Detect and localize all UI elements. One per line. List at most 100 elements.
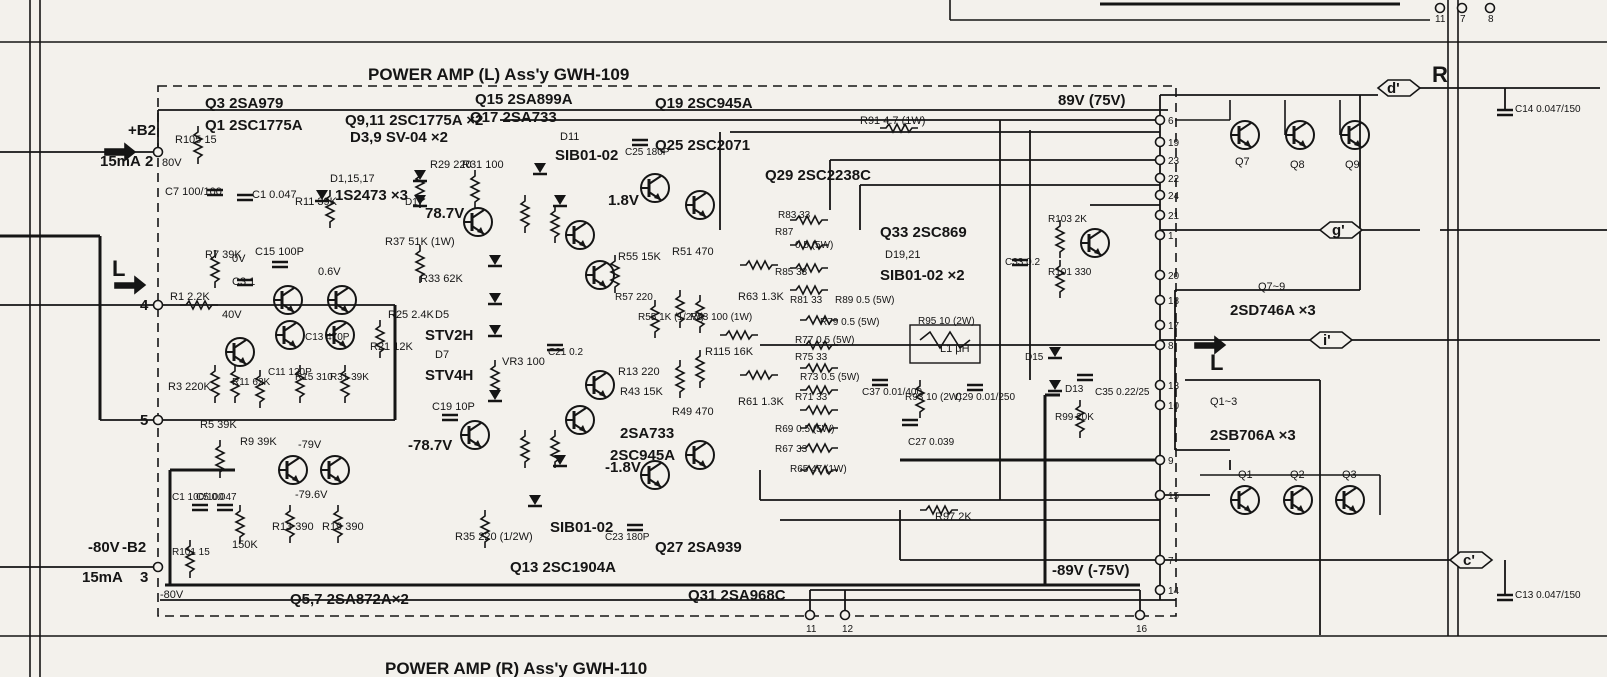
q15-label: Q15 2SA899A xyxy=(475,91,573,108)
component-label: R101 330 xyxy=(1048,267,1092,278)
board-title: POWER AMP (L) Ass'y GWH-109 xyxy=(368,65,629,84)
d7-label: D7 xyxy=(435,349,449,361)
q21-part-label: 2SC945A xyxy=(610,447,675,464)
component-label: R71 33 xyxy=(795,392,828,403)
component-label: 13 xyxy=(1168,381,1180,392)
component-label: R75 33 xyxy=(795,352,828,363)
component-label: 6 xyxy=(1168,116,1174,127)
component-label: 20 xyxy=(1168,271,1180,282)
component-label: 1.8V xyxy=(608,192,639,209)
component-label: 9 xyxy=(1168,456,1174,467)
component-label: R11 62K xyxy=(232,377,271,388)
d3-9-label: D3,9 SV-04 ×2 xyxy=(350,129,448,146)
input-pin-label: 4 xyxy=(140,297,149,314)
component-label: R101 15 xyxy=(172,547,210,558)
d5-label: D5 xyxy=(435,309,449,321)
component-label: D15 xyxy=(1025,352,1044,363)
q1-label: Q1 2SC1775A xyxy=(205,117,303,134)
component-label: R31 39K xyxy=(330,372,369,383)
q17-label: Q17 2SA733 xyxy=(470,109,557,126)
q9-11-label: Q9,11 2SC1775A ×2 xyxy=(345,112,483,129)
pos-volt-label: 80V xyxy=(162,157,182,169)
q7-9-label: Q7~9 xyxy=(1258,281,1285,293)
driver-stage xyxy=(415,138,779,549)
neg-volt-label: -80V xyxy=(88,539,120,556)
component-label: 0V xyxy=(232,253,246,265)
pos-rail-label: +B2 xyxy=(128,122,156,139)
component-label: R61 1.3K xyxy=(738,396,785,408)
component-label: R7 39K xyxy=(205,249,242,261)
component-label: C35 0.22/25 xyxy=(1095,387,1150,398)
d11-label: D11 xyxy=(560,131,579,143)
component-label: C14 0.047/150 xyxy=(1515,104,1581,115)
connector-arrows xyxy=(104,79,1494,569)
output-label: L xyxy=(1210,350,1223,375)
q29-label: Q29 2SC2238C xyxy=(765,167,871,184)
component-label: 16 xyxy=(1136,624,1148,635)
component-label: R53 100 (1W) xyxy=(690,312,752,323)
q7-9-part-label: 2SD746A ×3 xyxy=(1230,302,1316,319)
component-label: C11 120P xyxy=(268,367,312,378)
component-label: 15 xyxy=(1168,491,1180,502)
q31-label: Q31 2SA968C xyxy=(688,587,786,604)
d1-15-17-part-label: 1S2473 ×3 xyxy=(335,187,408,204)
component-label: 40V xyxy=(222,309,242,321)
component-label: R31 100 xyxy=(462,159,504,171)
component-label: R55 1K (1/2W) xyxy=(638,312,704,323)
component-label: 7 xyxy=(1168,556,1174,567)
d1-15-17-label: D1,15,17 xyxy=(330,173,375,185)
q3-label: Q3 2SA979 xyxy=(205,95,283,112)
component-label: C1 0.047 xyxy=(252,189,297,201)
component-label: C23 180P xyxy=(605,532,650,543)
component-label: 17 xyxy=(1168,321,1180,332)
component-label: 19 xyxy=(1168,138,1180,149)
component-label: 7 xyxy=(1460,14,1466,25)
component-label: 11 xyxy=(1435,14,1446,25)
component-label: 11 xyxy=(806,624,817,635)
component-label: R103 2K xyxy=(1048,214,1087,225)
neg-volt2-label: -80V xyxy=(160,589,184,601)
d-sib-bottom-label: SIB01-02 xyxy=(550,519,613,536)
component-label: R3 220K xyxy=(168,381,211,393)
component-label: C13 0.047/150 xyxy=(1515,590,1581,601)
component-label: 1 xyxy=(1168,231,1174,242)
q23-part-label: 2SA733 xyxy=(620,425,674,442)
labels: +B2 15mA 2 80V -B2 -80V 15mA 3 -80V 89V … xyxy=(82,14,1581,635)
component-label: 150K xyxy=(232,539,258,551)
component-label: 8 xyxy=(1488,14,1494,25)
bus-r-label: R xyxy=(1432,62,1448,87)
component-label: R63 1.3K xyxy=(738,291,785,303)
component-label: -78.7V xyxy=(408,437,452,454)
component-label: C3 1 xyxy=(232,276,255,288)
component-label: R13 390 xyxy=(272,521,314,533)
component-label: R13 220 xyxy=(618,366,660,378)
component-label: C37 0.01/400 xyxy=(862,387,922,398)
component-label: 12 xyxy=(842,624,854,635)
component-label: C13 470P xyxy=(305,332,350,343)
component-label: C15 100P xyxy=(255,246,304,258)
component-label: L1 μH xyxy=(940,343,970,355)
component-label: -79.6V xyxy=(295,489,328,501)
gnd-pin-label: 5 xyxy=(140,412,148,429)
component-label: R1 2.2K xyxy=(170,291,210,303)
component-label: R55 15K xyxy=(618,251,661,263)
component-label: C27 0.039 xyxy=(908,437,955,448)
d7-part-label: STV4H xyxy=(425,367,473,384)
component-label: Q7 xyxy=(1235,156,1250,168)
component-label: 14 xyxy=(1168,586,1180,597)
neg-rail-label: -B2 xyxy=(122,539,146,556)
component-label: R35 220 (1/2W) xyxy=(455,531,533,543)
component-label: 24 xyxy=(1168,191,1180,202)
component-label: R15 310 xyxy=(295,372,333,383)
component-label: R87 xyxy=(775,227,794,238)
pos-pin-label: 2 xyxy=(145,153,153,170)
connector-i: i' xyxy=(1323,332,1331,349)
component-label: -79V xyxy=(298,439,322,451)
component-label: C29 0.01/250 xyxy=(955,392,1015,403)
component-label: R19 390 xyxy=(322,521,364,533)
bottom-board-title: POWER AMP (R) Ass'y GWH-110 xyxy=(385,659,647,677)
component-label: R67 33 xyxy=(775,444,808,455)
component-label: R105 15 xyxy=(175,134,217,146)
component-label: R43 15K xyxy=(620,386,663,398)
